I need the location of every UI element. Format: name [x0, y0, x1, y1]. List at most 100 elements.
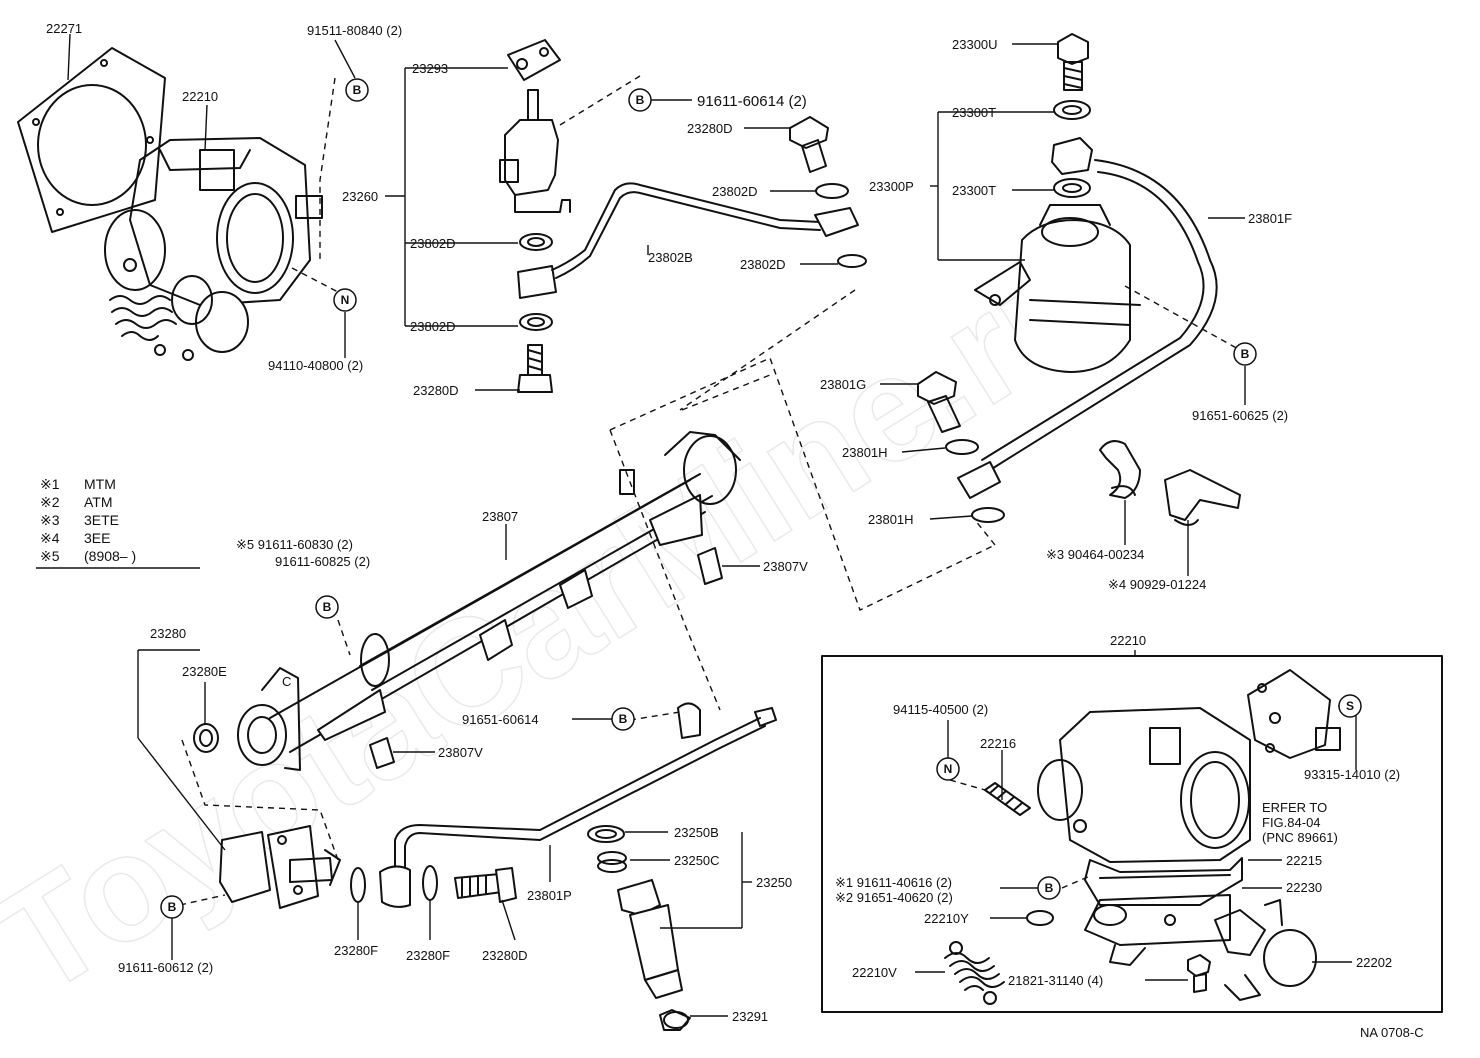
label-22210-assy: 22210: [1110, 633, 1146, 648]
refer-line-2: FIG.84-04: [1262, 815, 1321, 830]
label-23250C: 23250C: [674, 853, 720, 868]
svg-text:N: N: [944, 762, 953, 776]
label-23280E: 23280E: [182, 664, 227, 679]
label-90929: ※4 90929-01224: [1108, 577, 1206, 592]
legend-text: ATM: [84, 494, 113, 510]
dash-line: [179, 894, 226, 906]
dash-line: [629, 711, 681, 721]
callout-S: S: [1338, 694, 1362, 718]
label-23801G: 23801G: [820, 377, 866, 392]
label-23802B: 23802B: [648, 250, 693, 265]
callout-N: N: [936, 757, 960, 781]
label-23280: 23280: [150, 626, 186, 641]
dash-line: [609, 429, 721, 711]
label-23300T: 23300T: [952, 183, 996, 198]
legend-text: 3EE: [84, 530, 110, 546]
dash-line: [291, 267, 339, 293]
label-22215: 22215: [1286, 853, 1322, 868]
throttle-body-22210: [104, 104, 323, 361]
label-22210Y: 22210Y: [924, 911, 969, 926]
legend: ※1 MTM ※2 ATM ※3 3ETE ※4 3EE ※5 (8908– ): [36, 476, 200, 569]
legend-mark: ※2: [40, 494, 60, 510]
label-91611-60612: 91611-60612 (2): [118, 960, 213, 975]
callout-B: B: [1233, 342, 1257, 366]
diagram-id: NA 0708-C: [1360, 1025, 1424, 1040]
label-22210: 22210: [182, 89, 218, 104]
callout-B: B: [628, 88, 652, 112]
svg-text:B: B: [323, 600, 332, 614]
svg-text:B: B: [619, 712, 628, 726]
label-91611-60830: ※5 91611-60830 (2): [236, 537, 353, 552]
label-21821: 21821-31140 (4): [1008, 973, 1103, 988]
label-23801F: 23801F: [1248, 211, 1292, 226]
label-23250B: 23250B: [674, 825, 719, 840]
leader-lines: [137, 39, 1357, 1017]
label-23280D: 23280D: [687, 121, 733, 136]
svg-text:B: B: [1241, 347, 1250, 361]
label-91651-60625: 91651-60625 (2): [1192, 408, 1288, 423]
gasket-22271: [17, 33, 166, 233]
label-23280D: 23280D: [413, 383, 459, 398]
label-23280D: 23280D: [482, 948, 528, 963]
label-91611-60825: 91611-60825 (2): [275, 554, 370, 569]
dash-line: [559, 75, 641, 126]
dash-line: [319, 77, 336, 262]
label-94115: 94115-40500 (2): [893, 702, 988, 717]
sensor-plug-93315: [1247, 669, 1341, 759]
dashpot-22202: [1214, 899, 1317, 1001]
label-23260: 23260: [342, 189, 378, 204]
callout-B: B: [315, 595, 339, 619]
legend-mark: ※1: [40, 476, 60, 492]
svg-text:B: B: [636, 93, 645, 107]
callout-B: B: [160, 895, 184, 919]
label-90464: ※3 90464-00234: [1046, 547, 1144, 562]
callout-B: B: [1037, 876, 1061, 900]
insulator-23807V: [369, 547, 723, 769]
legend-mark: ※3: [40, 512, 60, 528]
callout-N: N: [333, 288, 357, 312]
dash-line: [181, 739, 339, 861]
dash-line: [1124, 285, 1241, 351]
spring-22210V: [944, 941, 1005, 1005]
sensor-23260: [499, 39, 571, 393]
label-91651-60614: 91651-60614: [462, 712, 539, 727]
label-22230: 22230: [1286, 880, 1322, 895]
pressure-regulator-23300P: [974, 33, 1141, 373]
label-23807V: 23807V: [763, 559, 808, 574]
label-23807: 23807: [482, 509, 518, 524]
label-23300T: 23300T: [952, 105, 996, 120]
bolt-23801G: [917, 371, 1005, 523]
svg-text:B: B: [168, 900, 177, 914]
label-23250: 23250: [756, 875, 792, 890]
callout-B: B: [345, 78, 369, 102]
label-23280F: 23280F: [406, 948, 450, 963]
label-23801H: 23801H: [868, 512, 914, 527]
label-91611-40616: ※1 91611-40616 (2): [835, 875, 952, 890]
svg-text:N: N: [341, 293, 350, 307]
throttle-assembly-box: [821, 655, 1443, 1013]
screw-22216: [984, 782, 1031, 816]
legend-mark: ※4: [40, 530, 60, 546]
label-23300P: 23300P: [869, 179, 914, 194]
label-22202: 22202: [1356, 955, 1392, 970]
label-23291: 23291: [732, 1009, 768, 1024]
label-22210V: 22210V: [852, 965, 897, 980]
dash-line: [609, 357, 996, 611]
label-93315: 93315-14010 (2): [1304, 767, 1400, 782]
legend-text: (8908– ): [84, 548, 136, 564]
screw-21821: [1187, 954, 1211, 993]
svg-text:B: B: [353, 83, 362, 97]
label-23802D: 23802D: [712, 184, 758, 199]
washer-22210Y: [1026, 910, 1054, 926]
refer-line-1: ERFER TO: [1262, 800, 1327, 815]
dash-line: [681, 374, 771, 411]
dash-line: [679, 289, 856, 411]
label-23802D: 23802D: [410, 236, 456, 251]
return-pipe-23801P: [350, 702, 777, 908]
label-91611-60614: 91611-60614 (2): [697, 93, 807, 110]
label-23280F: 23280F: [334, 943, 378, 958]
label-91511: 91511-80840 (2): [307, 23, 402, 38]
dash-line: [974, 519, 996, 546]
